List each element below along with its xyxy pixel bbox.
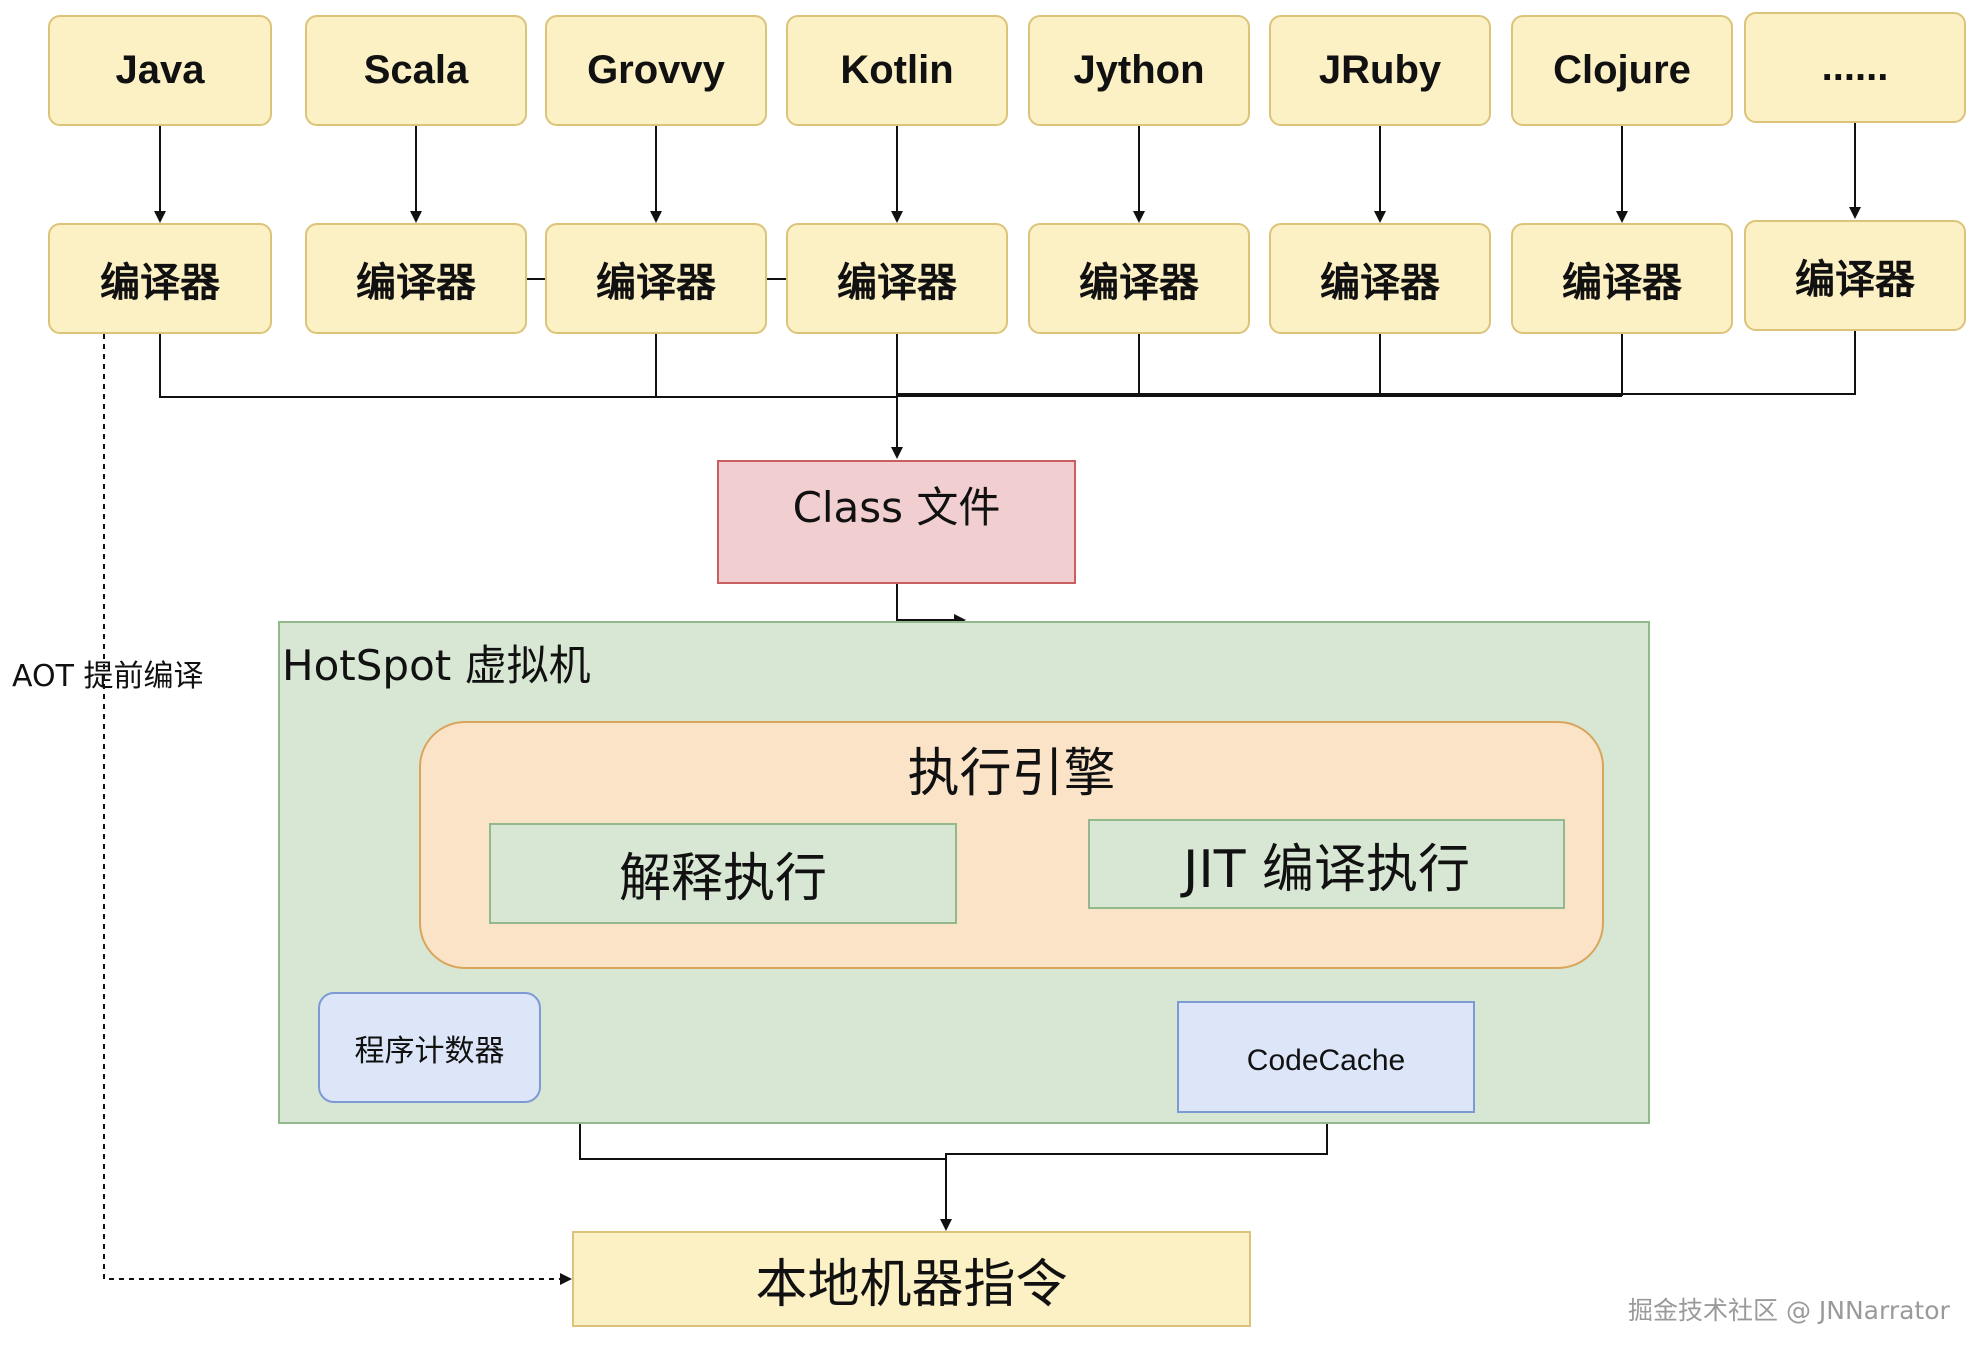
arrow-aot — [103, 334, 572, 1285]
lang-more: ...... — [1744, 12, 1966, 123]
lang-grovvy: Grovvy — [545, 15, 767, 126]
compiler-clojure: 编译器 — [1511, 223, 1733, 334]
compiler-scala: 编译器 — [305, 223, 527, 334]
compiler-jython: 编译器 — [1028, 223, 1250, 334]
code-cache: CodeCache — [1177, 1001, 1475, 1113]
program-counter: 程序计数器 — [318, 992, 541, 1103]
native-machine-code: 本地机器指令 — [572, 1231, 1251, 1327]
lang-jython: Jython — [1028, 15, 1250, 126]
hotspot-vm-title: HotSpot 虚拟机 — [282, 641, 591, 690]
compiler-kotlin: 编译器 — [786, 223, 1008, 334]
compiler-java: 编译器 — [48, 223, 272, 334]
line-codecache-native — [940, 1113, 1328, 1231]
compiler-more: 编译器 — [1744, 220, 1966, 331]
lang-clojure: Clojure — [1511, 15, 1733, 126]
lang-jruby: JRuby — [1269, 15, 1491, 126]
compiler-grovvy: 编译器 — [545, 223, 767, 334]
lang-scala: Scala — [305, 15, 527, 126]
watermark: 掘金技术社区 @ JNNarrator — [1628, 1296, 1950, 1325]
jit-execution: JIT 编译执行 — [1088, 819, 1565, 909]
aot-label: AOT 提前编译 — [12, 659, 204, 694]
bus-left — [159, 334, 897, 398]
lang-java: Java — [48, 15, 272, 126]
arrow-class-to-vm — [896, 584, 966, 626]
class-file: Class 文件 — [717, 460, 1076, 584]
interpret-execution: 解释执行 — [489, 823, 957, 924]
bus-right — [1622, 331, 1856, 395]
lang-kotlin: Kotlin — [786, 15, 1008, 126]
compiler-jruby: 编译器 — [1269, 223, 1491, 334]
